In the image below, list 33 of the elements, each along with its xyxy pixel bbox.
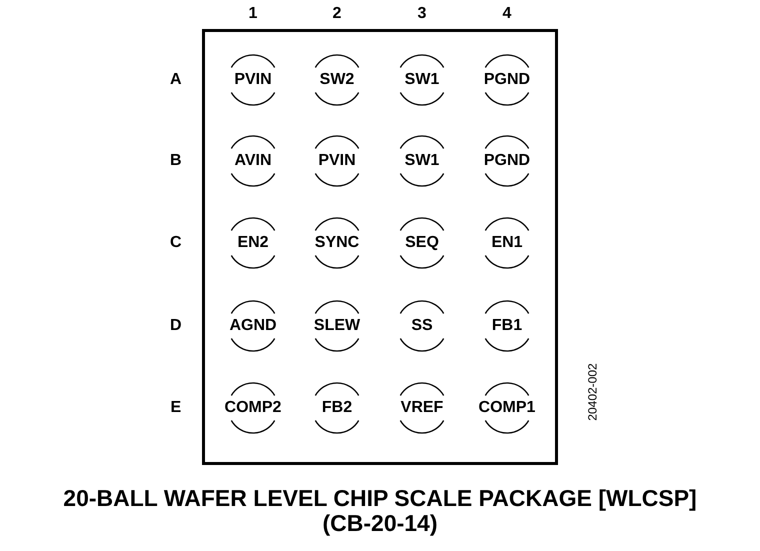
pin-name: SLEW [314, 317, 360, 335]
row-letter: E [170, 399, 182, 417]
package-outline [202, 29, 558, 465]
column-number: 4 [502, 5, 512, 23]
title: 20-BALL WAFER LEVEL CHIP SCALE PACKAGE [WLCSP] [62, 485, 698, 512]
pin-name: COMP1 [478, 399, 536, 417]
column-number: 1 [248, 5, 258, 23]
pin-name: SYNC [314, 234, 360, 252]
row-letter: C [170, 234, 182, 252]
pin-name: SEQ [405, 234, 439, 252]
pin-name: PVIN [318, 152, 356, 170]
pin-name: SW1 [404, 71, 440, 89]
column-number: 3 [418, 5, 426, 23]
pin-name: AGND [229, 317, 277, 335]
pin-name: FB2 [322, 399, 352, 417]
row-letter: A [170, 71, 182, 89]
drawing-code: 20402-002 [585, 363, 600, 421]
caption: (CB-20-14) [321, 510, 439, 537]
pin-name: COMP2 [224, 399, 282, 417]
pin-name: PVIN [234, 71, 272, 89]
pin-name: AVIN [234, 152, 272, 170]
pin-name: PGND [484, 152, 530, 170]
column-number: 2 [332, 5, 342, 23]
pin-name: VREF [400, 399, 444, 417]
pin-name: PGND [484, 71, 530, 89]
pin-name: EN1 [491, 234, 523, 252]
pin-name: FB1 [492, 317, 522, 335]
pin-name: SS [411, 317, 433, 335]
pin-name: SW2 [320, 71, 354, 89]
pin-name: SW1 [404, 152, 440, 170]
pin-name: EN2 [237, 234, 269, 252]
row-letter: D [170, 317, 182, 335]
row-letter: B [170, 152, 182, 170]
